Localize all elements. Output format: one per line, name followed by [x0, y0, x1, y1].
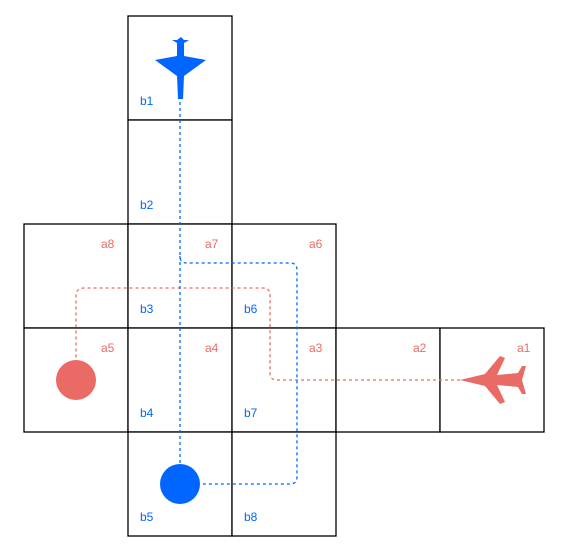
label-a7: a7 — [205, 237, 219, 251]
label-b1: b1 — [140, 94, 154, 108]
airplane-icon — [155, 37, 206, 99]
label-b2: b2 — [140, 198, 154, 212]
label-b3: b3 — [140, 302, 154, 316]
route-b-path — [179, 90, 298, 485]
label-b8: b8 — [244, 510, 258, 524]
label-a6: a6 — [309, 237, 323, 251]
airplane-icon — [460, 356, 526, 404]
label-a2: a2 — [413, 341, 427, 355]
cell-b8 — [231, 431, 337, 537]
label-a4: a4 — [205, 341, 219, 355]
label-b4: b4 — [140, 406, 154, 420]
cell-a8 — [23, 223, 129, 329]
label-b6: b6 — [244, 302, 258, 316]
route-a-path — [75, 287, 460, 381]
circle-marker-icon — [56, 360, 96, 400]
cell-b6 — [231, 223, 337, 329]
label-a1: a1 — [517, 341, 531, 355]
label-b7: b7 — [244, 406, 258, 420]
label-a5: a5 — [101, 341, 115, 355]
label-a8: a8 — [101, 237, 115, 251]
label-b5: b5 — [140, 510, 154, 524]
label-a3: a3 — [309, 341, 323, 355]
cell-b7 — [231, 327, 337, 433]
circle-marker-icon — [160, 464, 200, 504]
